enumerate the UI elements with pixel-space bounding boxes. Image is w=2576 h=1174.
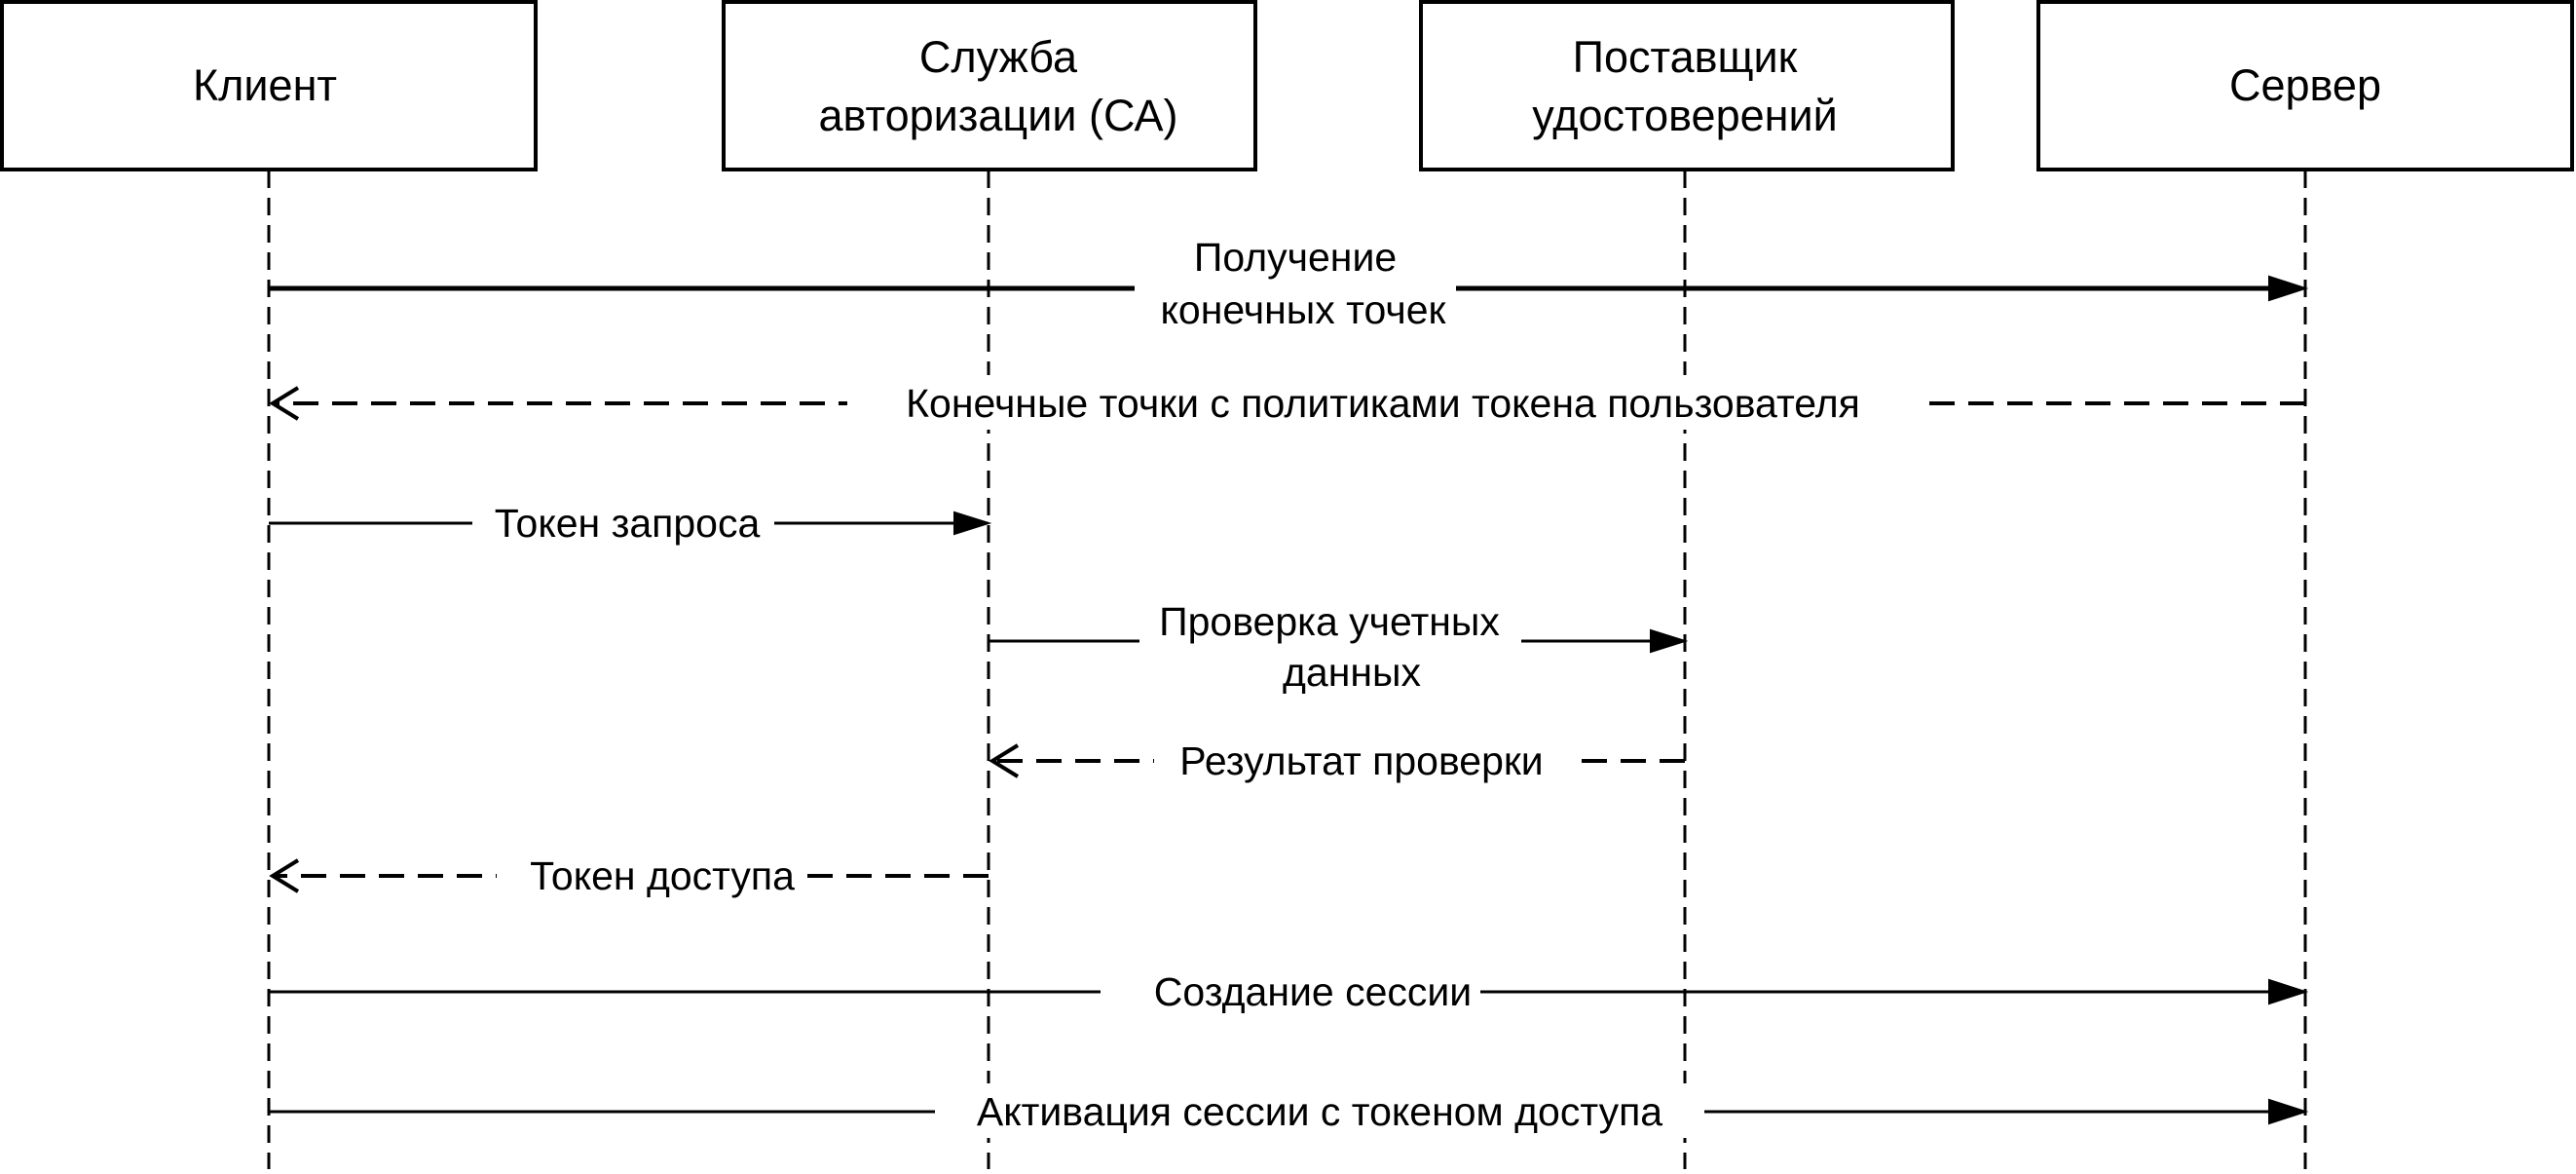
actor-label-auth-line1: Служба	[919, 32, 1078, 82]
message-create-session-arrowhead	[2268, 978, 2309, 1005]
message-get-endpoints: Получение конечных точек	[269, 232, 2309, 332]
message-create-session: Создание сессии	[269, 964, 2309, 1018]
message-verify-credentials-label-line1: Проверка учетных	[1159, 599, 1500, 644]
message-verify-result-arrowhead	[989, 743, 1020, 778]
message-create-session-label-bg	[1101, 964, 1480, 1018]
message-get-endpoints-label-line2: конечных точек	[1161, 287, 1447, 332]
message-activate-session-label: Активация сессии с токеном доступа	[977, 1089, 1662, 1134]
actor-label-server: Сервер	[2229, 60, 2381, 110]
message-verify-result-label: Результат проверки	[1179, 738, 1543, 783]
message-activate-session: Активация сессии с токеном доступа	[269, 1083, 2309, 1138]
actor-box-server	[2036, 0, 2574, 171]
message-activate-session-arrowhead	[2268, 1098, 2309, 1125]
actor-box-client	[0, 0, 538, 171]
message-activate-session-label-bg	[935, 1083, 1704, 1138]
message-endpoints-policies: Конечные точки с политиками токена польз…	[269, 375, 2305, 430]
message-request-token: Токен запроса	[269, 495, 992, 549]
actor-client: Клиент	[0, 0, 538, 171]
message-endpoints-policies-label: Конечные точки с политиками токена польз…	[906, 381, 1860, 426]
message-request-token-label-bg	[472, 495, 774, 549]
message-get-endpoints-label-line1: Получение	[1194, 235, 1397, 280]
message-verify-credentials-label-bg	[1139, 592, 1521, 694]
message-create-session-label: Создание сессии	[1154, 969, 1472, 1014]
actor-server: Сервер	[2036, 0, 2574, 171]
message-verify-credentials-label-line2: данных	[1283, 650, 1421, 695]
message-access-token-label-bg	[497, 848, 806, 902]
message-verify-result: Результат проверки	[989, 733, 1685, 787]
message-access-token-arrowhead	[269, 858, 300, 893]
message-verify-result-label-bg	[1154, 733, 1569, 787]
message-get-endpoints-arrowhead	[2268, 275, 2309, 302]
actor-boxes: Клиент Служба авторизации (СА) Поставщик…	[0, 0, 2574, 171]
actor-box-auth	[722, 0, 1257, 171]
message-verify-credentials-arrowhead	[1650, 628, 1689, 654]
actor-label-idp-line1: Поставщик	[1573, 32, 1798, 82]
actor-idp: Поставщик удостоверений	[1419, 0, 1955, 171]
message-access-token-label: Токен доступа	[530, 853, 795, 898]
actor-auth: Служба авторизации (СА)	[722, 0, 1257, 171]
message-get-endpoints-label-bg	[1135, 232, 1456, 329]
message-endpoints-policies-label-bg	[847, 375, 1923, 430]
lifelines	[267, 170, 2307, 1169]
actor-label-client: Клиент	[193, 60, 337, 110]
actor-label-auth-line2: авторизации (СА)	[819, 91, 1178, 140]
message-request-token-arrowhead	[953, 511, 992, 536]
message-request-token-label: Токен запроса	[495, 501, 761, 546]
messages: Получение конечных точек Конечные точки …	[269, 232, 2309, 1138]
message-verify-credentials: Проверка учетных данных	[989, 592, 1689, 695]
actor-box-idp	[1419, 0, 1955, 171]
message-access-token: Токен доступа	[269, 848, 989, 902]
actor-label-idp-line2: удостоверений	[1532, 91, 1838, 140]
message-endpoints-policies-arrowhead	[269, 386, 300, 421]
